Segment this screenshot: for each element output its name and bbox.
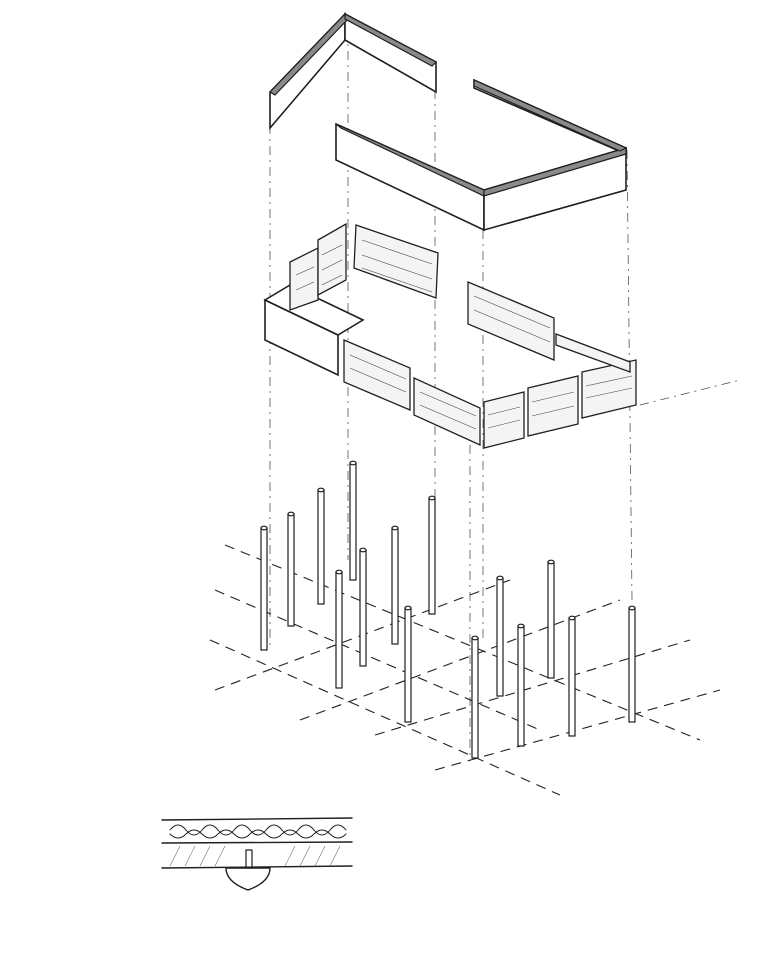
post-8 xyxy=(428,497,436,615)
post-7 xyxy=(391,527,399,645)
post-top-6 xyxy=(359,547,367,553)
foundation-grid xyxy=(209,544,721,796)
post-9 xyxy=(404,607,412,723)
post-6 xyxy=(359,549,367,667)
post-4 xyxy=(349,462,357,581)
post-top-2 xyxy=(287,511,295,517)
post-10 xyxy=(471,637,479,759)
post-top-4 xyxy=(349,460,357,466)
post-top-14 xyxy=(568,615,576,621)
post-top-1 xyxy=(260,525,268,531)
post-top-11 xyxy=(496,575,504,581)
post-14 xyxy=(568,617,576,737)
pile-cap-detail xyxy=(225,867,271,891)
post-11 xyxy=(496,577,504,697)
post-1 xyxy=(260,527,268,651)
post-top-13 xyxy=(547,559,555,565)
post-top-8 xyxy=(428,495,436,501)
post-top-15 xyxy=(628,605,636,611)
post-top-3 xyxy=(317,487,325,493)
upper-wall-panel-left xyxy=(269,12,437,131)
post-15 xyxy=(628,607,636,723)
post-12 xyxy=(517,625,525,747)
foundation-posts xyxy=(260,460,636,759)
post-5 xyxy=(335,571,343,689)
post-top-12 xyxy=(517,623,525,629)
wall-section-detail xyxy=(161,817,353,891)
post-3 xyxy=(317,489,325,605)
post-2 xyxy=(287,513,295,627)
stone-wall-tier xyxy=(263,222,637,449)
post-top-10 xyxy=(471,635,479,641)
post-top-9 xyxy=(404,605,412,611)
post-top-7 xyxy=(391,525,399,531)
upper-wall-panel-right xyxy=(335,78,628,232)
post-top-5 xyxy=(335,569,343,575)
post-13 xyxy=(547,561,555,679)
